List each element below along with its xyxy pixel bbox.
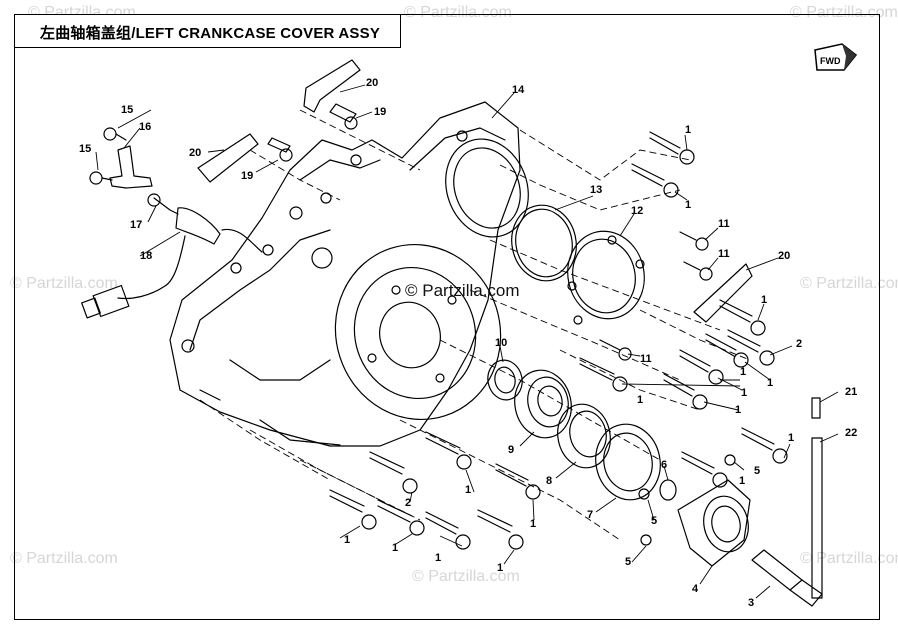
callout-9: 9 bbox=[508, 444, 515, 456]
callout-10: 10 bbox=[495, 337, 508, 349]
callout-15: 15 bbox=[79, 143, 92, 155]
callout-19: 19 bbox=[241, 170, 254, 182]
callout-1: 1 bbox=[735, 404, 742, 416]
callout-1: 1 bbox=[685, 124, 692, 136]
callout-5: 5 bbox=[651, 515, 658, 527]
watermark: © Partzilla.com bbox=[10, 550, 118, 567]
crankcase-cover bbox=[169, 101, 521, 447]
callout-1: 1 bbox=[788, 432, 795, 444]
callout-5: 5 bbox=[754, 465, 761, 477]
callout-1: 1 bbox=[767, 377, 774, 389]
fwd-arrow-icon: FWD bbox=[814, 43, 858, 71]
callout-1: 1 bbox=[741, 387, 748, 399]
callout-8: 8 bbox=[546, 475, 553, 487]
callout-20: 20 bbox=[366, 77, 379, 89]
callout-1: 1 bbox=[761, 294, 768, 306]
callout-20: 20 bbox=[778, 250, 791, 262]
title-box bbox=[14, 14, 401, 48]
source-watermark: © Partzilla.com bbox=[405, 281, 520, 300]
callout-21: 21 bbox=[845, 386, 858, 398]
callout-20: 20 bbox=[189, 147, 202, 159]
diagram-title: 左曲轴箱盖组/LEFT CRANKCASE COVER ASSY bbox=[40, 25, 381, 42]
watermark: © Partzilla.com bbox=[800, 275, 898, 292]
callout-2: 2 bbox=[796, 338, 803, 350]
callout-5: 5 bbox=[625, 556, 632, 568]
callout-1: 1 bbox=[685, 199, 692, 211]
callout-1: 1 bbox=[739, 475, 746, 487]
callout-18: 18 bbox=[140, 250, 153, 262]
callout-1: 1 bbox=[435, 552, 442, 564]
watermark: © Partzilla.com bbox=[800, 550, 898, 567]
watermark: © Partzilla.com bbox=[404, 4, 512, 21]
callout-11: 11 bbox=[718, 218, 730, 230]
callout-1: 1 bbox=[465, 484, 472, 496]
callout-1: 1 bbox=[530, 518, 537, 530]
callout-14: 14 bbox=[512, 84, 525, 96]
callout-7: 7 bbox=[587, 509, 594, 521]
callout-1: 1 bbox=[344, 534, 351, 546]
callout-11: 11 bbox=[640, 353, 652, 365]
callout-11: 11 bbox=[718, 248, 730, 260]
callout-1: 1 bbox=[637, 394, 644, 406]
callout-17: 17 bbox=[130, 219, 143, 231]
watermark: © Partzilla.com bbox=[10, 275, 118, 292]
callout-12: 12 bbox=[631, 205, 644, 217]
fwd-label: FWD bbox=[820, 56, 841, 66]
diagram-frame bbox=[14, 14, 880, 620]
callout-1: 1 bbox=[392, 542, 399, 554]
callout-22: 22 bbox=[845, 427, 858, 439]
callout-16: 16 bbox=[139, 121, 152, 133]
callout-3: 3 bbox=[748, 597, 755, 609]
callout-1: 1 bbox=[497, 562, 504, 574]
watermark: © Partzilla.com bbox=[412, 568, 520, 585]
watermark: © Partzilla.com bbox=[790, 4, 898, 21]
callout-15: 15 bbox=[121, 104, 134, 116]
callout-2: 2 bbox=[405, 497, 412, 509]
callout-6: 6 bbox=[661, 459, 668, 471]
callout-1: 1 bbox=[740, 366, 747, 378]
callout-19: 19 bbox=[374, 106, 387, 118]
callout-13: 13 bbox=[590, 184, 603, 196]
callout-4: 4 bbox=[692, 583, 699, 595]
